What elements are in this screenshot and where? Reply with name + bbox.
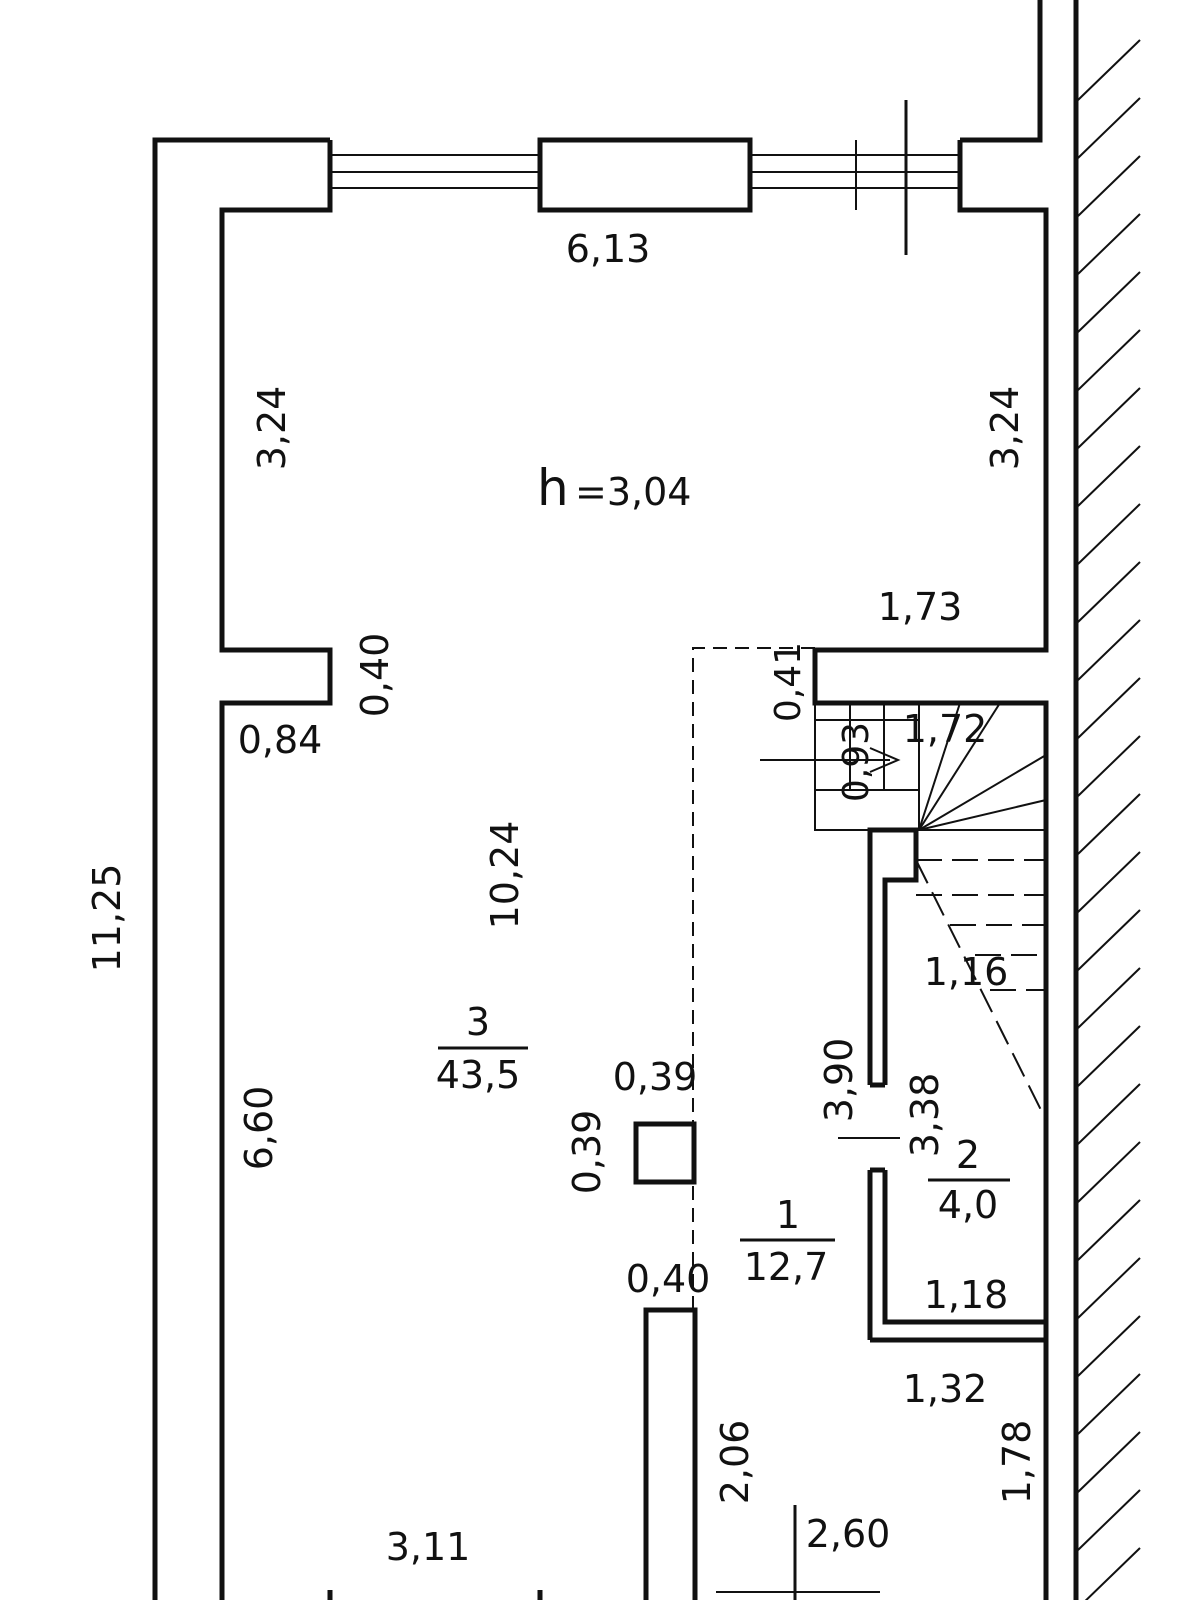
hatch-line	[1077, 1315, 1141, 1377]
room-number: 2	[956, 1133, 980, 1177]
dim-lower-left-height: 6,60	[237, 1086, 281, 1171]
dim-storage-top-width: 1,32	[903, 1367, 988, 1411]
hatch-line	[1077, 1141, 1141, 1203]
hatch-neighbor-wall	[1077, 39, 1141, 1600]
hatch-line	[1077, 387, 1141, 449]
room-number: 1	[776, 1193, 800, 1237]
storage-wall-inner	[882, 1170, 1046, 1325]
hatch-line	[1077, 967, 1141, 1029]
room-label-2: 2 4,0	[928, 1133, 1010, 1227]
dim-stair-notch: 0,41	[768, 642, 809, 722]
dim-storage-inner-width: 1,18	[924, 1273, 1009, 1317]
structural-column	[633, 1121, 697, 1185]
top-window-right	[750, 100, 960, 255]
dimension-labels: 6,13 3,24 3,24 1,73 0,40 0,84 10,24 11,2…	[85, 227, 1039, 1569]
dim-partition-height: 2,06	[713, 1420, 757, 1505]
ceiling-height: h =3,04	[537, 459, 691, 517]
dim-upper-right-height: 3,24	[983, 386, 1027, 471]
dim-top-width: 6,13	[566, 227, 651, 271]
dim-stair-width: 1,16	[924, 950, 1009, 994]
dim-stair-landing-depth: 0,93	[836, 722, 877, 802]
staircase	[760, 702, 1047, 1121]
room-label-3: 3 43,5	[436, 1000, 528, 1097]
storage-wall-left-upper	[867, 827, 919, 1085]
hatch-line	[1077, 445, 1141, 507]
hatch-line	[1077, 1199, 1141, 1261]
outer-wall-top-right	[960, 0, 1043, 143]
hatch-line	[1077, 155, 1141, 217]
exterior-walls	[152, 0, 1079, 1600]
room-area: 4,0	[938, 1183, 998, 1227]
top-wall-pier	[537, 137, 753, 213]
dim-storage-height-outer: 3,90	[817, 1038, 861, 1123]
hatch-line	[1077, 329, 1141, 391]
dim-outer-length: 11,25	[85, 864, 129, 973]
hatch-line	[1077, 1257, 1141, 1319]
hatch-line	[1077, 735, 1141, 797]
hatch-line	[1077, 213, 1141, 275]
hatch-line	[1077, 1025, 1141, 1087]
dim-column-width: 0,39	[613, 1055, 698, 1099]
hatch-line	[1077, 619, 1141, 681]
dim-bottom-left-width: 3,11	[386, 1525, 471, 1569]
room-label-1: 1 12,7	[740, 1193, 835, 1289]
hatch-line	[1077, 561, 1141, 623]
partition-lower	[643, 1307, 698, 1600]
inner-wall-right	[812, 140, 1049, 1343]
hatch-line	[1077, 793, 1141, 855]
room-area: 43,5	[436, 1053, 521, 1097]
dim-step-width: 1,73	[878, 585, 963, 629]
dim-stair-top-width: 1,72	[903, 707, 988, 751]
dim-column-depth: 0,39	[565, 1110, 609, 1195]
outer-wall-top-left	[152, 137, 330, 1600]
storage-room	[838, 827, 1046, 1340]
dim-partition-opening: 0,40	[626, 1257, 711, 1301]
dim-corridor-right-height: 1,78	[995, 1420, 1039, 1505]
hatch-line	[1077, 1489, 1141, 1551]
ceiling-height-symbol: h	[537, 459, 569, 517]
hatch-line	[1077, 1083, 1141, 1145]
partition-dashed	[692, 647, 815, 1310]
dim-left-notch-depth: 0,40	[353, 633, 397, 718]
hatch-line	[1077, 503, 1141, 565]
dim-bottom-right-width: 2,60	[806, 1512, 891, 1556]
dim-storage-height-inner: 3,38	[903, 1073, 947, 1158]
room-area: 12,7	[744, 1245, 829, 1289]
hatch-line	[1077, 97, 1141, 159]
hatch-line	[1077, 677, 1141, 739]
inner-wall-left	[219, 140, 333, 1600]
top-window-left	[330, 154, 540, 189]
hatch-line	[1077, 39, 1141, 101]
partition-wall	[643, 647, 815, 1600]
hatch-line	[1077, 909, 1141, 971]
hatch-line	[1077, 851, 1141, 913]
dim-left-notch-width: 0,84	[238, 718, 323, 762]
dim-inner-length: 10,24	[483, 821, 527, 930]
dim-upper-left-height: 3,24	[250, 386, 294, 471]
ceiling-height-value: =3,04	[575, 470, 691, 514]
hatch-line	[1077, 271, 1141, 333]
hatch-line	[1077, 1431, 1141, 1493]
hatch-line	[1077, 1373, 1141, 1435]
hatch-line	[1084, 1547, 1141, 1600]
bottom-openings	[327, 1505, 880, 1600]
room-number: 3	[466, 1000, 490, 1044]
